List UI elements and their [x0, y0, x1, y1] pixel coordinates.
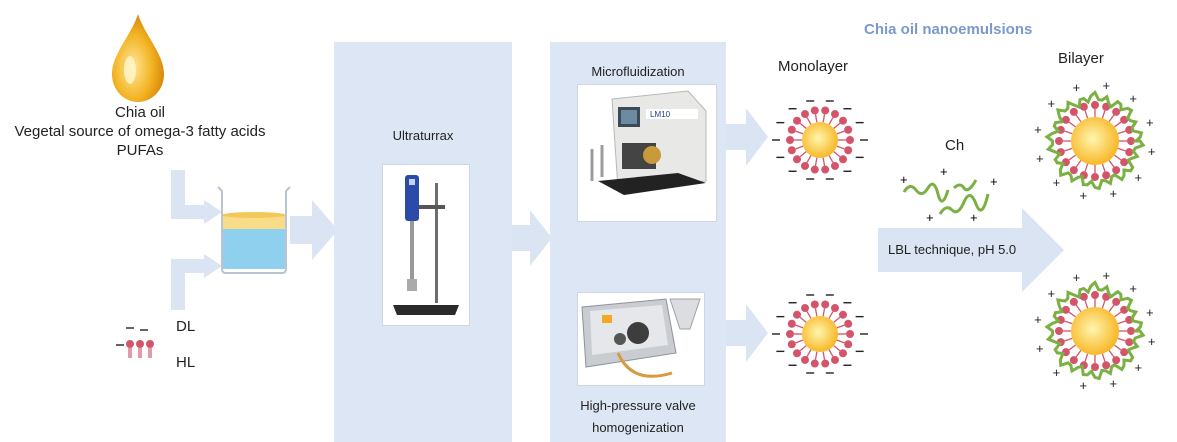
- svg-text:+: +: [900, 172, 908, 187]
- arrow-to-monolayer-bottom: [726, 304, 768, 362]
- svg-text:+: +: [1134, 170, 1142, 185]
- svg-text:+: +: [1079, 188, 1087, 203]
- arrow-to-homogenizers: [512, 210, 552, 266]
- svg-text:+: +: [1103, 78, 1111, 93]
- arrow-to-monolayer-top: [726, 108, 768, 166]
- valve-homogenizer-device-icon: [581, 298, 701, 378]
- svg-text:+: +: [940, 164, 948, 179]
- bilayer-droplet-bottom: + + + + + + + + + + + +: [1034, 268, 1156, 393]
- page-title: Chia oil nanoemulsions: [864, 21, 1033, 38]
- svg-text:+: +: [1129, 281, 1137, 296]
- svg-text:+: +: [990, 174, 998, 189]
- microfluidization-label: Microfluidization: [591, 64, 685, 79]
- svg-text:+: +: [1034, 312, 1042, 327]
- oil-name: Chia oil: [114, 104, 166, 121]
- monolayer-droplet-top: [772, 100, 868, 180]
- svg-text:+: +: [1146, 115, 1154, 130]
- svg-text:+: +: [1073, 80, 1081, 95]
- svg-text:+: +: [1073, 270, 1081, 285]
- svg-text:+: +: [1048, 286, 1056, 301]
- ultraturrax-photo: [382, 164, 470, 326]
- monolayer-label: Monolayer: [778, 58, 849, 75]
- oil-abbreviation: PUFAs: [116, 142, 164, 159]
- svg-text:+: +: [1146, 305, 1154, 320]
- svg-text:+: +: [1036, 341, 1044, 356]
- svg-text:+: +: [1048, 96, 1056, 111]
- svg-text:+: +: [1129, 91, 1137, 106]
- hp-valve-label-line1: High-pressure valve: [580, 398, 696, 413]
- svg-text:+: +: [926, 210, 934, 225]
- beaker-icon: [217, 186, 291, 274]
- chitosan-label: Ch: [945, 137, 965, 154]
- bilayer-droplet-top: + + + + + + + + + + + +: [1034, 78, 1156, 203]
- svg-text:+: +: [1034, 122, 1042, 137]
- chitosan-chains-icon: + + + + +: [900, 164, 998, 225]
- svg-text:+: +: [1109, 376, 1117, 391]
- svg-text:+: +: [1148, 144, 1156, 159]
- arrow-to-ultraturrax: [290, 200, 338, 260]
- hl-symbol: [116, 340, 154, 358]
- svg-text:+: +: [1134, 360, 1142, 375]
- device-badge: LM10: [650, 110, 671, 119]
- valve-homogenizer-photo: [577, 292, 705, 386]
- microfluidizer-device-icon: LM10: [590, 90, 707, 195]
- lbl-arrow: [878, 208, 1064, 292]
- dl-symbol: [126, 327, 148, 331]
- ultraturrax-label: Ultraturrax: [392, 128, 454, 143]
- ultraturrax-device-icon: [393, 175, 459, 315]
- oil-drop-icon: [112, 14, 164, 102]
- svg-text:+: +: [1109, 186, 1117, 201]
- dl-label: DL: [176, 318, 196, 335]
- lbl-label: LBL technique, pH 5.0: [888, 242, 1017, 257]
- oil-input-arrow: [171, 170, 222, 224]
- microfluidizer-photo: LM10: [577, 84, 717, 222]
- svg-text:+: +: [1053, 175, 1061, 190]
- svg-text:+: +: [1079, 378, 1087, 393]
- svg-text:+: +: [1103, 268, 1111, 283]
- monolayer-droplet-bottom: [772, 294, 868, 374]
- svg-text:+: +: [970, 210, 978, 225]
- svg-text:+: +: [1036, 151, 1044, 166]
- hp-valve-label-line2: homogenization: [592, 420, 684, 435]
- hl-label: HL: [176, 354, 196, 371]
- svg-text:+: +: [1053, 365, 1061, 380]
- bilayer-label: Bilayer: [1058, 50, 1104, 67]
- svg-text:+: +: [1148, 334, 1156, 349]
- oil-description: Vegetal source of omega-3 fatty acids: [14, 123, 266, 140]
- lipid-input-arrow: [171, 254, 222, 310]
